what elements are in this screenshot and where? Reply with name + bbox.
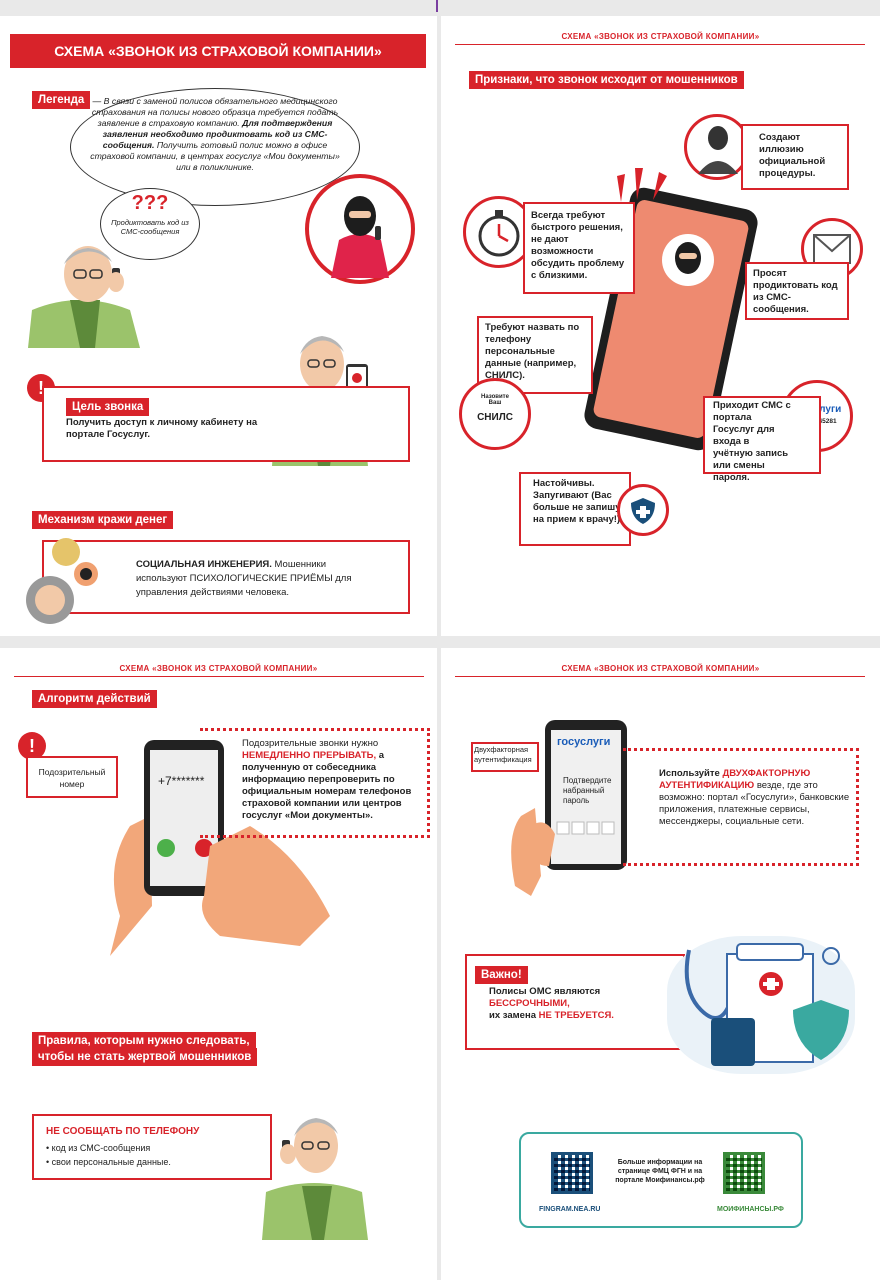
fraudster-icon xyxy=(331,196,389,278)
rule-title: НЕ СООБЩАТЬ ПО ТЕЛЕФОНУ xyxy=(46,1126,200,1137)
algorithm-line-1: Подозрительные звонки нужно xyxy=(242,738,379,749)
panel-header: СХЕМА «ЗВОНОК ИЗ СТРАХОВОЙ КОМПАНИИ» xyxy=(561,32,760,41)
algorithm-dotted-box xyxy=(200,728,430,838)
sign-box-3 xyxy=(745,262,849,320)
footer-left-link[interactable]: FINGRAM.NEA.RU xyxy=(539,1206,601,1213)
twofa-line-1: Используйте xyxy=(659,768,720,779)
sign-text-4: Требуют назвать по телефону персональные… xyxy=(485,322,580,381)
medical-shield-icon xyxy=(631,498,655,524)
exclamation-marks-icon xyxy=(617,168,667,202)
important-tag: Важно! xyxy=(475,966,528,984)
panel-algorithm: СХЕМА «ЗВОНОК ИЗ СТРАХОВОЙ КОМПАНИИ» Алг… xyxy=(0,648,437,1280)
twofa-phone-icon xyxy=(511,720,627,896)
header-line xyxy=(455,44,865,45)
goal-tag: Цель звонка xyxy=(66,398,150,416)
page-title: СХЕМА «ЗВОНОК ИЗ СТРАХОВОЙ КОМПАНИИ» xyxy=(10,34,426,68)
mechanism-text: СОЦИАЛЬНАЯ ИНЖЕНЕРИЯ. Мошенники использу… xyxy=(136,558,376,600)
fraudster-circle xyxy=(305,174,415,284)
hand-phone-icon xyxy=(110,740,330,956)
header-line xyxy=(455,676,865,677)
gears-icon xyxy=(26,538,98,624)
signs-tag: Признаки, что звонок исходит от мошенник… xyxy=(469,71,744,89)
snils-small: Назовите Ваш xyxy=(481,394,509,406)
speech-bubble xyxy=(70,88,360,206)
snils-big: СНИЛС xyxy=(477,412,513,423)
rule-box xyxy=(32,1114,272,1180)
sign-box-5 xyxy=(703,396,821,474)
operator-icon xyxy=(698,126,738,174)
algorithm-text: Подозрительные звонки нужно НЕМЕДЛЕННО П… xyxy=(242,738,426,822)
twofa-line-3: везде, где это возможно: портал «Госуслу… xyxy=(659,780,850,827)
mechanism-bold: СОЦИАЛЬНАЯ ИНЖЕНЕРИЯ. xyxy=(136,559,272,570)
twofa-label: Двухфакторная аутентификация xyxy=(474,745,532,764)
medical-documents-icon xyxy=(684,943,849,1066)
mechanism-box xyxy=(42,540,410,614)
algorithm-line-2: НЕМЕДЛЕННО ПРЕРЫВАТЬ, xyxy=(242,750,377,761)
rules-tag-1: Правила, которым нужно следовать, xyxy=(32,1032,256,1050)
man-on-phone-icon xyxy=(262,1118,368,1240)
rule-item-2: • свои персональные данные. xyxy=(46,1157,171,1167)
sign-box-2 xyxy=(523,202,635,294)
legend-tag: Легенда xyxy=(32,91,91,109)
alert-icon: ! xyxy=(18,732,46,760)
rules-tag-2: чтобы не стать жертвой мошенников xyxy=(32,1048,258,1066)
goal-text: Получить доступ к личному кабинету на по… xyxy=(66,417,258,440)
qr-right-icon xyxy=(723,1152,765,1194)
algorithm-line-3: а полученную от собеседника информацию п… xyxy=(242,750,412,821)
sign-text-2: Всегда требуют быстрого решения, не дают… xyxy=(531,210,625,281)
footer-right-link[interactable]: МОИФИНАНСЫ.РФ xyxy=(717,1206,784,1213)
twofa-dotted-box xyxy=(623,748,859,866)
important-line-1: Полисы ОМС являются xyxy=(489,986,601,997)
panel-legend: СХЕМА «ЗВОНОК ИЗ СТРАХОВОЙ КОМПАНИИ» Лег… xyxy=(0,16,437,636)
speech-line-1: — В связи с заменой полисов обязательног… xyxy=(91,96,339,128)
speech-text: — В связи с заменой полисов обязательног… xyxy=(88,96,342,173)
snils-circle xyxy=(459,378,531,450)
sign-text-1: Создают иллюзию официальной процедуры. xyxy=(759,132,826,179)
envelope-icon xyxy=(813,234,851,264)
sign-box-1 xyxy=(741,124,849,190)
twofa-line-2: ДВУХФАКТОРНУЮ АУТЕНТИФИКАЦИЮ xyxy=(659,768,811,791)
footer-text: Больше информации на странице ФМЦ ФГН и … xyxy=(615,1159,705,1184)
important-line-4: НЕ ТРЕБУЕТСЯ. xyxy=(538,1010,614,1021)
twofa-label-box xyxy=(471,742,539,772)
goal-box xyxy=(42,386,410,462)
algorithm-tag: Алгоритм действий xyxy=(32,690,157,708)
header-line xyxy=(14,676,424,677)
sign-text-5: Приходит СМС с портала Госуслуг для вход… xyxy=(713,400,791,483)
panel-header: СХЕМА «ЗВОНОК ИЗ СТРАХОВОЙ КОМПАНИИ» xyxy=(119,664,318,673)
speech-line-2: Для подтверждения заявления необходимо п… xyxy=(102,118,333,150)
phone-number: +7******* xyxy=(158,774,205,788)
mechanism-tag: Механизм кражи денег xyxy=(32,511,174,529)
stopwatch-icon xyxy=(478,210,520,257)
rule-item-1: • код из СМС-сообщения xyxy=(46,1143,151,1153)
sign-text-3: Просят продиктовать код из СМС-сообщения… xyxy=(753,268,838,315)
thought-text: Продиктовать код из СМС-сообщения xyxy=(111,218,189,236)
worried-man-icon xyxy=(28,246,140,348)
sign-text-6: Настойчивы. Запугивают (Вас больше не за… xyxy=(533,478,626,525)
qr-left-icon xyxy=(551,1152,593,1194)
important-line-2: БЕССРОЧНЫМИ, xyxy=(489,998,570,1009)
important-line-3: их замена xyxy=(489,1010,536,1021)
panel-2fa: СХЕМА «ЗВОНОК ИЗ СТРАХОВОЙ КОМПАНИИ» гос… xyxy=(441,648,880,1280)
top-divider-mark xyxy=(436,0,438,12)
panel-header: СХЕМА «ЗВОНОК ИЗ СТРАХОВОЙ КОМПАНИИ» xyxy=(561,664,760,673)
panel-signs: СХЕМА «ЗВОНОК ИЗ СТРАХОВОЙ КОМПАНИИ» При… xyxy=(441,16,880,636)
question-marks: ??? xyxy=(131,192,169,214)
speech-line-3: Получить готовый полис можно в офисе стр… xyxy=(90,140,340,172)
thought-bubble xyxy=(100,188,200,260)
mechanism-desc: Мошенники используют ПСИХОЛОГИЧЕСКИЕ ПРИ… xyxy=(136,559,352,598)
confirm-text: Подтвердите набранный пароль xyxy=(563,776,612,805)
suspicious-number-label: Подозрительный номер xyxy=(38,767,106,789)
suspicious-number-box xyxy=(26,756,118,798)
important-text: Полисы ОМС являются БЕССРОЧНЫМИ, их заме… xyxy=(489,986,649,1022)
gosuslugi-logo: госуслуги xyxy=(557,736,611,748)
twofa-text: Используйте ДВУХФАКТОРНУЮ АУТЕНТИФИКАЦИЮ… xyxy=(659,768,853,828)
